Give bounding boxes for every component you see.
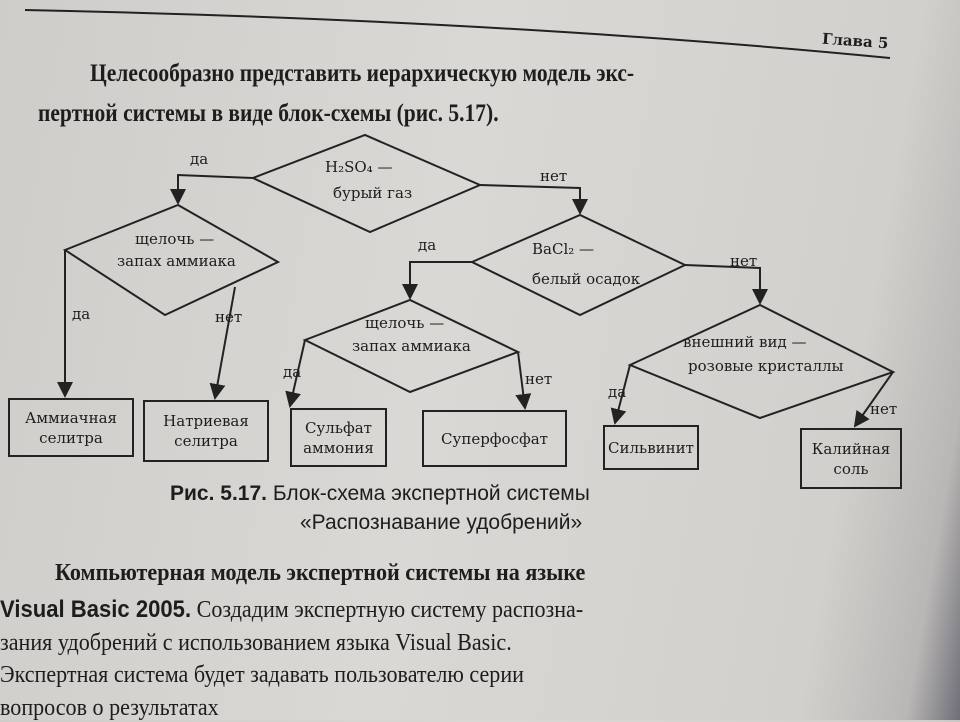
intro-line-2: пертной системы в виде блок-схемы (рис. … [38, 100, 499, 127]
intro-line-1: Целесообразно представить иерархическую … [90, 60, 635, 87]
result-box: Сильвинит [603, 425, 699, 470]
decision-text: розовые кристаллы [688, 357, 844, 375]
figure-number: Рис. 5.17. [170, 482, 267, 505]
decision-text: H₂SO₄ — [325, 158, 393, 176]
result-box: Натриевая селитра [143, 400, 269, 462]
caption-line-2: «Распознавание удобрений» [300, 511, 583, 534]
decision-text: щелочь — [135, 230, 215, 248]
decision-text: BaCl₂ — [532, 240, 595, 258]
decision-bacl2 [469, 213, 688, 317]
yes-label: да [608, 383, 627, 401]
decision-text: запах аммиака [352, 337, 471, 355]
no-label: нет [525, 370, 553, 388]
decision-alkali-1 [62, 203, 281, 317]
section-heading-2: Visual Basic 2005. [0, 596, 192, 623]
no-label: нет [870, 400, 898, 418]
body-text: Экспертная система будет задавать пользо… [0, 662, 524, 688]
figure-caption: Рис. 5.17. Блок-схема экспертной системы [170, 482, 590, 506]
header-rule [24, 9, 891, 59]
result-box: Сульфат аммония [290, 408, 387, 467]
body-text: вопросов о результатах [0, 695, 219, 721]
no-label: нет [215, 308, 243, 326]
section-line: Visual Basic 2005. Создадим экспертную с… [0, 596, 583, 624]
decision-text: щелочь — [365, 314, 445, 332]
yes-label: да [418, 236, 437, 254]
result-box: Аммиачная селитра [8, 398, 134, 457]
result-box: Суперфосфат [422, 410, 567, 467]
section-heading: Компьютерная модель экспертной системы н… [55, 560, 586, 586]
yes-label: да [72, 305, 91, 323]
no-label: нет [730, 252, 758, 270]
decision-text: внешний вид — [683, 333, 807, 351]
decision-text: бурый газ [333, 184, 413, 202]
yes-label: да [190, 150, 209, 168]
body-text: Создадим экспертную систему распозна- [196, 597, 584, 623]
caption-line-1: Блок-схема экспертной системы [272, 482, 590, 505]
yes-label: да [283, 363, 302, 381]
body-text: зания удобрений с использованием языка V… [0, 630, 512, 656]
no-label: нет [540, 167, 568, 185]
decision-text: запах аммиака [117, 252, 236, 270]
result-box: Калийная соль [800, 428, 902, 489]
decision-text: белый осадок [532, 270, 641, 288]
